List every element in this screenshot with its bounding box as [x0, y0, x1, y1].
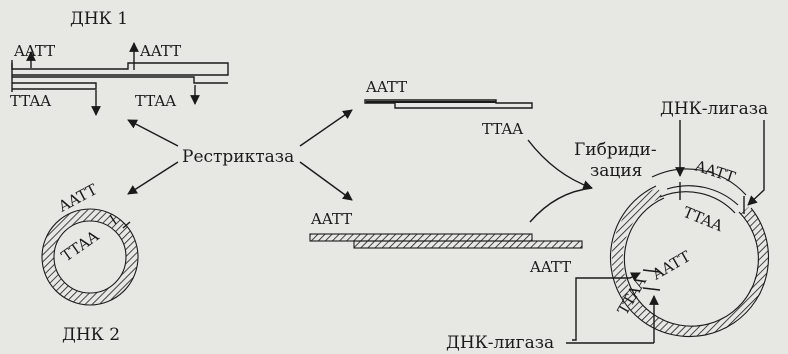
ligase-label-top: ДНК-лигаза [660, 99, 768, 119]
fragment-1-aatt: AATT [365, 78, 407, 96]
dna2-ttaa: TTAA [58, 227, 102, 265]
arrow-to-dna1 [127, 119, 179, 147]
dna2-plasmid [41, 208, 139, 306]
dna1-molecule [11, 42, 229, 116]
dna1-aatt-left: AATT [13, 42, 55, 60]
hybridization-arrow-top [527, 139, 593, 190]
dna1-aatt-right: AATT [139, 42, 181, 60]
fragment-1-ttaa: TTAA [482, 120, 523, 138]
hybridization-arrow-bottom [529, 187, 593, 223]
fragment-2 [309, 233, 583, 249]
recombinant-aatt-bottom: AATT [648, 247, 693, 284]
ligase-label-bottom: ДНК-лигаза [446, 333, 554, 353]
restriction-enzyme-label: Рестриктаза [182, 147, 294, 167]
arrow-to-fragment-2 [299, 161, 353, 201]
ligase-top-arrow-2 [747, 120, 765, 206]
fragment-1 [364, 99, 533, 109]
fragment-2-aatt-right: AATT [529, 258, 571, 276]
recombinant-aatt-top: AATT [692, 156, 738, 186]
ligase-bottom-arrow-1 [572, 272, 641, 341]
recombinant-plasmid [609, 168, 770, 338]
recombinant-ttaa-top: TTAA [681, 203, 726, 235]
arrow-to-dna2 [127, 161, 179, 195]
hybridization-label-2: зация [590, 161, 642, 181]
arrow-to-fragment-1 [299, 109, 353, 147]
fragment-2-aatt-left: AATT [310, 210, 352, 228]
dna2-label: ДНК 2 [62, 325, 120, 345]
dna1-label: ДНК 1 [70, 9, 128, 29]
dna1-ttaa-left: TTAA [10, 92, 51, 110]
hybridization-label-1: Гибриди- [574, 140, 657, 160]
dna1-ttaa-right: TTAA [135, 92, 176, 110]
